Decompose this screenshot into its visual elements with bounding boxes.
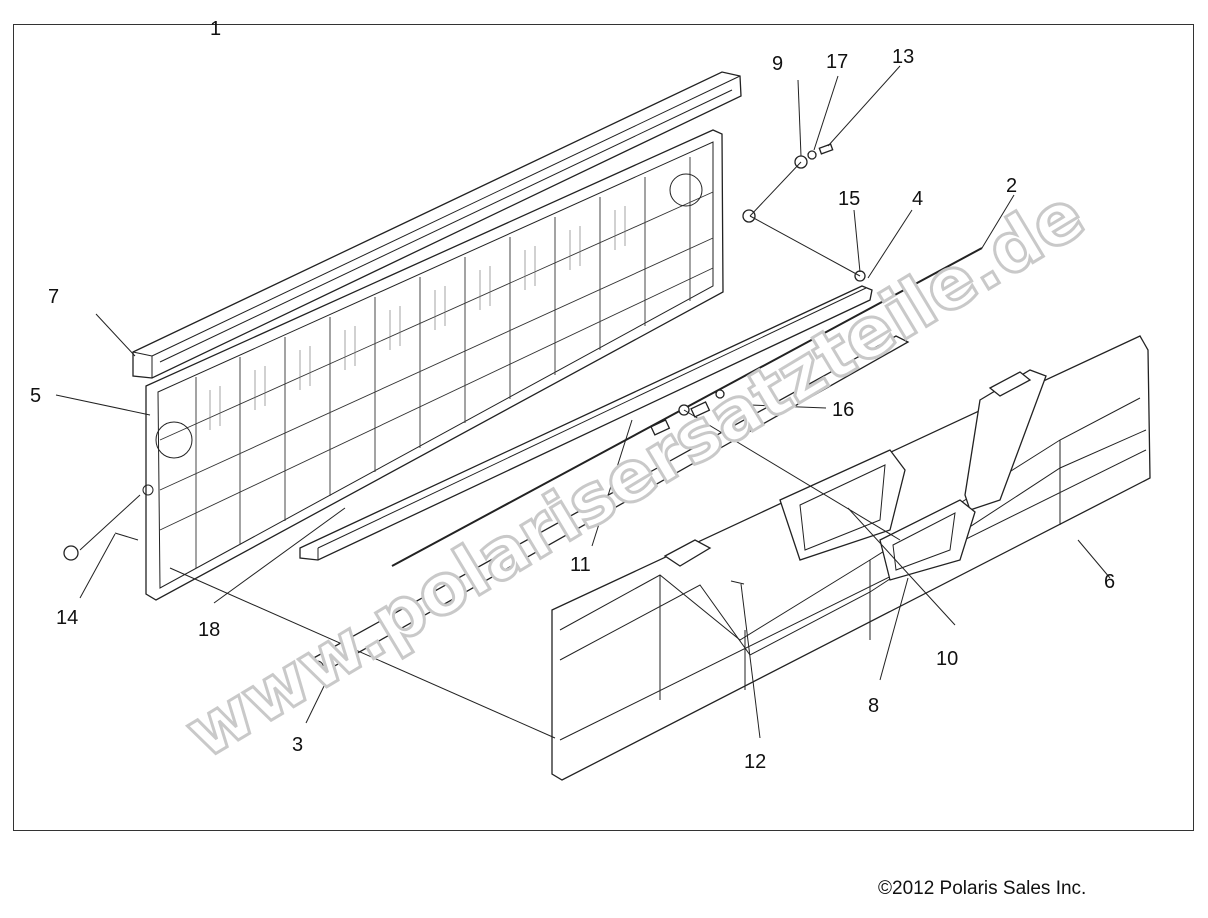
diagram-frame bbox=[13, 24, 1194, 831]
callout-6: 6 bbox=[1104, 571, 1115, 593]
callout-17: 17 bbox=[826, 51, 848, 73]
callout-4: 4 bbox=[912, 188, 923, 210]
copyright-notice: ©2012 Polaris Sales Inc. bbox=[878, 878, 1087, 899]
callout-8: 8 bbox=[868, 695, 879, 717]
callout-1: 1 bbox=[210, 18, 221, 40]
part-18-lower-channel bbox=[299, 285, 873, 561]
callout-9: 9 bbox=[772, 53, 783, 75]
callout-numbers: 1 2 3 4 5 6 7 8 9 10 11 12 13 14 15 16 1… bbox=[30, 18, 1115, 773]
callout-3: 3 bbox=[292, 734, 303, 756]
callout-7: 7 bbox=[48, 286, 59, 308]
part-7-cap-rail bbox=[132, 71, 742, 379]
callout-10: 10 bbox=[936, 648, 958, 670]
callout-11: 11 bbox=[570, 554, 591, 576]
callout-12: 12 bbox=[744, 751, 766, 773]
part-5-inner-panel bbox=[142, 129, 724, 601]
callout-5: 5 bbox=[30, 385, 41, 407]
callout-13: 13 bbox=[892, 46, 914, 68]
callout-15: 15 bbox=[838, 188, 860, 210]
leader-lines bbox=[55, 65, 1111, 739]
part-3-tube bbox=[308, 335, 910, 673]
hardware bbox=[63, 143, 866, 585]
callout-18: 18 bbox=[198, 619, 220, 641]
callout-2: 2 bbox=[1006, 175, 1017, 197]
callout-14: 14 bbox=[56, 607, 78, 629]
callout-16: 16 bbox=[832, 399, 854, 421]
